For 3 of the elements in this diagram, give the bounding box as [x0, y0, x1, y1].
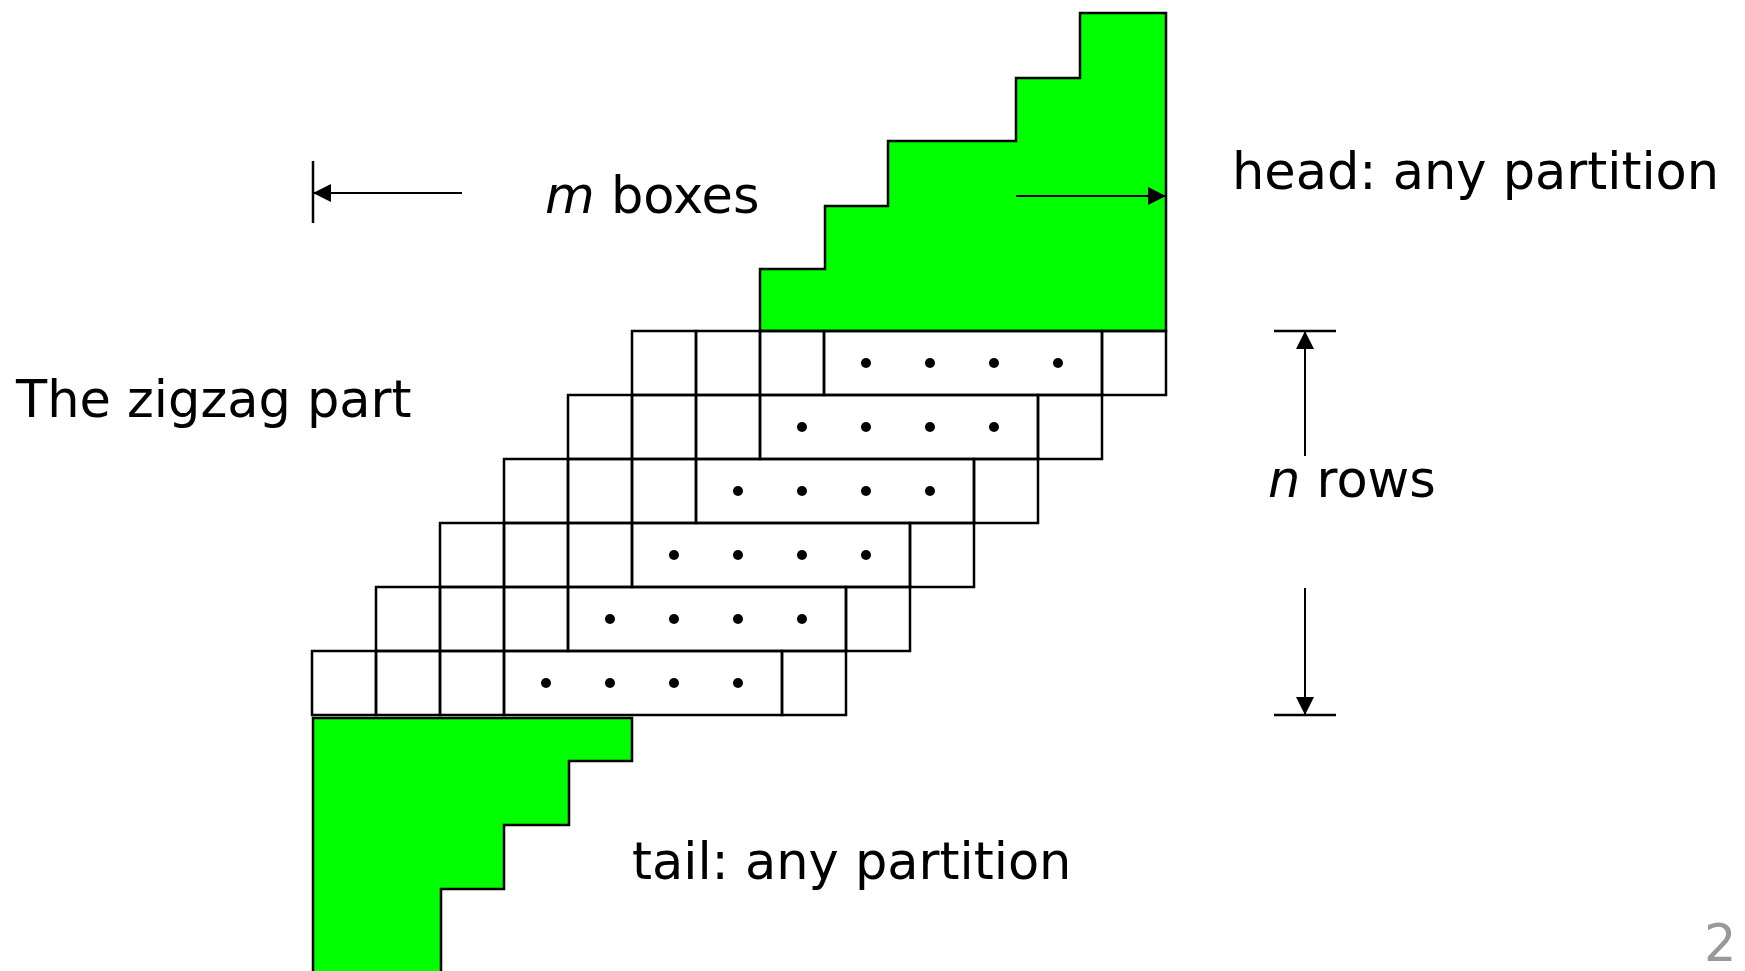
dimension-label: m boxes	[545, 170, 760, 221]
page-number: 2	[1704, 918, 1737, 969]
dimension-label: n rows	[1268, 454, 1436, 505]
